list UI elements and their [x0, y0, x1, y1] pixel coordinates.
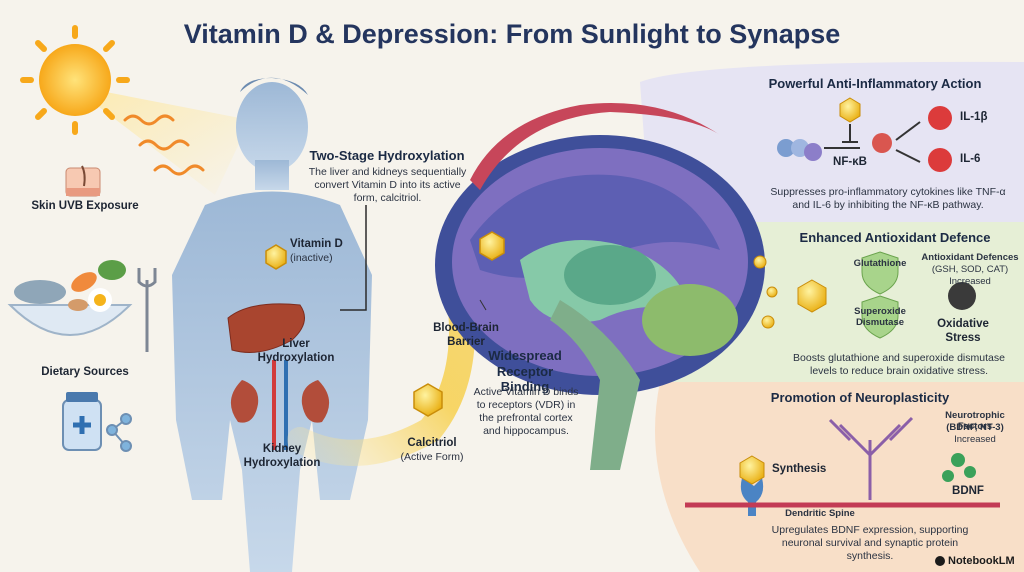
vitamin-d-label: Vitamin D: [290, 238, 343, 250]
food-bowl-icon: [7, 260, 133, 336]
neuro-body: Upregulates BDNF expression, supporting …: [771, 524, 969, 563]
antioxidant-body: Boosts glutathione and superoxide dismut…: [793, 352, 1005, 378]
defences-list: (GSH, SOD, CAT): [931, 264, 1009, 275]
calcitriol-label: Calcitriol: [407, 437, 457, 449]
glutathione-shield-icon: [861, 251, 899, 295]
antioxidant-heading: Enhanced Antioxidant Defence: [799, 230, 991, 245]
sunbeam: [70, 85, 250, 195]
connector-line: [340, 205, 367, 311]
molecule-icon: [106, 413, 132, 452]
liver-label: Liver Hydroxylation: [257, 338, 335, 364]
il1b-label: IL-1β: [960, 111, 988, 123]
hydroxylation-body: The liver and kidneys sequentially conve…: [308, 166, 467, 205]
receptor-heading: Widespread Receptor Binding: [488, 348, 562, 395]
oxidative-stress-icon: [948, 282, 976, 310]
calcitriol-state: (Active Form): [400, 451, 464, 463]
inflammation-body: Suppresses pro-inflammatory cytokines li…: [770, 186, 1006, 212]
vitamin-d-state: (inactive): [290, 252, 333, 264]
antioxidant-hexagons: [753, 255, 827, 329]
brand-label: NotebookLM: [948, 555, 1015, 567]
il1b-cytokine-icon: [928, 106, 952, 130]
brain-illustration: [435, 135, 765, 470]
defences-title: Antioxidant Defences: [921, 252, 1019, 263]
skin-icon: [65, 165, 101, 197]
receptor-icon: [740, 478, 764, 516]
liver-icon: [227, 303, 305, 353]
inflammation-panel-bg: [640, 61, 1024, 223]
factors-title: Neurotrophic Factors: [945, 410, 1005, 433]
vitamin-d-hexagon-icon: [265, 244, 287, 270]
sun-icon: [20, 25, 130, 135]
brain-hexagon-icon: [479, 231, 505, 261]
glutathione-label: Glutathione: [853, 258, 907, 269]
defences-state: Increased: [949, 276, 991, 287]
receptor-body: Active Vitamin D binds to receptors (VDR…: [473, 386, 579, 438]
il6-cytokine-icon: [928, 148, 952, 172]
bbb-pointer: [479, 299, 487, 311]
neuro-heading: Promotion of Neuroplasticity: [770, 390, 950, 405]
synthesis-label: Synthesis: [772, 463, 827, 475]
neuro-panel-bg: [655, 382, 1024, 572]
sod-shield-icon: [861, 295, 899, 339]
fork-icon: [137, 268, 157, 352]
synthesis-hexagon-icon: [739, 455, 765, 485]
factors-state: Increased: [954, 434, 996, 445]
hydroxylation-heading: Two-Stage Hydroxylation: [309, 148, 465, 163]
inflammation-heading: Powerful Anti-Inflammatory Action: [768, 76, 982, 91]
factors-list: (BDNF, NT-3): [946, 422, 1004, 433]
notebooklm-logo-icon: [935, 556, 945, 566]
supplement-bottle-icon: [62, 392, 102, 451]
bbb-label: Blood-Brain Barrier: [433, 322, 499, 348]
uvb-wave-icons: [123, 114, 205, 176]
bdnf-icons: [942, 453, 976, 482]
oxidative-stress-label: Oxidative Stress: [937, 318, 989, 344]
kidney-icon: [230, 360, 330, 450]
page-title: Vitamin D & Depression: From Sunlight to…: [183, 19, 841, 49]
dietary-sources-label: Dietary Sources: [41, 366, 129, 378]
skin-uvb-label: Skin UVB Exposure: [31, 200, 139, 212]
blood-brain-barrier: [470, 103, 720, 190]
bdnf-label: BDNF: [952, 485, 984, 497]
sod-label: Superoxide Dismutase: [854, 306, 906, 329]
neuron-tree-icon: [828, 416, 914, 500]
il6-label: IL-6: [960, 153, 981, 165]
dendritic-spine-label: Dendritic Spine: [785, 508, 855, 519]
calcitriol-hexagon-icon: [413, 383, 443, 417]
hair: [240, 77, 308, 95]
kidney-label: Kidney Hydroxylation: [243, 443, 321, 469]
nfkb-label: NF-κB: [833, 156, 867, 168]
nfkb-pathway: [777, 97, 921, 163]
